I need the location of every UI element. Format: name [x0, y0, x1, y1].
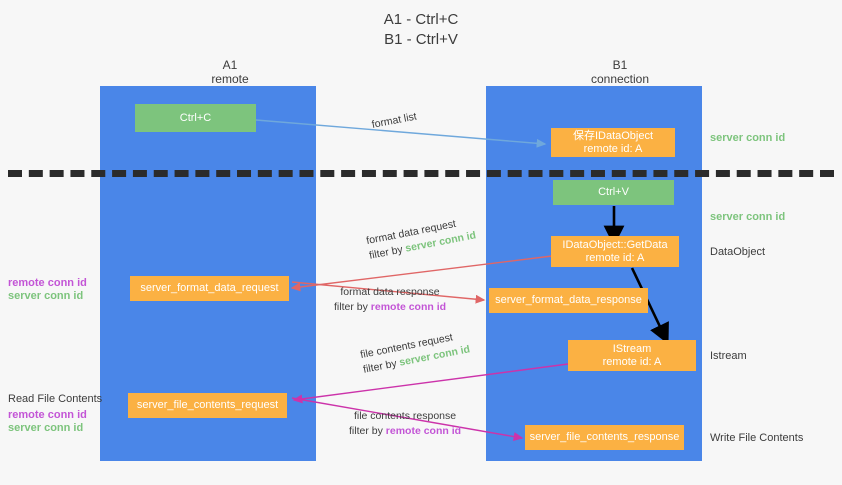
box-server-file-contents-response-label: server_file_contents_response: [529, 431, 680, 443]
annotation-format-conn-ids: remote conn id server conn id: [8, 277, 87, 303]
flow-file-contents-response-filter: filter by remote conn id: [349, 424, 461, 439]
filter-key-remote-conn-id: remote conn id: [370, 301, 447, 313]
lane-header-b1: B1 connection: [520, 58, 720, 86]
annotation-remote-conn-id: remote conn id: [8, 277, 87, 289]
diagram-title: A1 - Ctrl+C B1 - Ctrl+V: [0, 10, 842, 50]
box-save-idataobject-line2: remote id: A: [583, 142, 643, 155]
annotation-read-file-contents-label: Read File Contents: [8, 393, 103, 405]
annotation-dataobject: DataObject: [710, 246, 766, 258]
flow-file-contents-response-title: file contents response: [353, 410, 457, 422]
flow-label-format-list: format list: [370, 110, 418, 131]
title-line-2: B1 - Ctrl+V: [384, 31, 458, 48]
box-server-file-contents-response[interactable]: server_file_contents_response: [525, 425, 684, 450]
box-server-file-contents-request[interactable]: server_file_contents_request: [128, 393, 287, 418]
box-ctrl-v-label: Ctrl+V: [598, 186, 629, 198]
box-server-file-contents-request-label: server_file_contents_request: [136, 399, 279, 411]
annotation-read-file-contents: Read File Contents remote conn id server…: [8, 393, 102, 435]
title-line-1: A1 - Ctrl+C: [383, 11, 459, 28]
flow-format-data-response-filter: filter by remote conn id: [334, 300, 446, 315]
filter-prefix: filter by: [334, 301, 371, 313]
box-ctrl-c[interactable]: Ctrl+C: [135, 104, 256, 132]
flow-label-file-contents-response: file contents response filter by remote …: [349, 409, 461, 439]
flow-label-format-data-response: format data response filter by remote co…: [334, 285, 446, 315]
box-getdata-line1: IDataObject::GetData: [562, 238, 668, 251]
box-ctrl-c-label: Ctrl+C: [179, 111, 212, 124]
phase-divider: [8, 170, 834, 177]
box-istream-line2: remote id: A: [602, 355, 662, 368]
box-ctrl-v[interactable]: Ctrl+V: [553, 180, 674, 205]
filter-key-remote-conn-id: remote conn id: [385, 425, 462, 437]
annotation-remote-conn-id: remote conn id: [8, 409, 87, 421]
box-save-idataobject[interactable]: 保存IDataObject remote id: A: [551, 128, 675, 157]
box-server-format-data-request[interactable]: server_format_data_request: [130, 276, 289, 301]
filter-prefix: filter by: [349, 425, 386, 437]
flow-format-data-response-title: format data response: [340, 286, 440, 298]
annotation-server-conn-id-mid: server conn id: [710, 211, 786, 223]
box-server-format-data-response[interactable]: server_format_data_response: [489, 288, 648, 313]
lane-header-a1: A1 remote: [130, 58, 330, 86]
box-server-format-data-request-label: server_format_data_request: [140, 282, 279, 294]
flow-label-format-data-request: format data request filter by server con…: [365, 214, 477, 264]
annotation-server-conn-id-top: server conn id: [710, 132, 786, 144]
lane-header-a1-sub: remote: [211, 72, 249, 86]
lane-header-b1-name: B1: [612, 58, 628, 72]
flow-label-file-contents-request: file contents request filter by server c…: [359, 328, 471, 378]
box-istream-line1: IStream: [612, 342, 652, 355]
box-server-format-data-response-label: server_format_data_response: [495, 294, 642, 306]
box-idataobject-getdata[interactable]: IDataObject::GetData remote id: A: [551, 236, 679, 267]
annotation-istream: Istream: [710, 350, 747, 362]
lane-header-b1-sub: connection: [590, 72, 650, 86]
box-istream[interactable]: IStream remote id: A: [568, 340, 696, 371]
box-getdata-line2: remote id: A: [585, 251, 645, 264]
annotation-write-file-contents: Write File Contents: [710, 432, 804, 444]
box-save-idataobject-line1: 保存IDataObject: [572, 129, 654, 142]
annotation-server-conn-id: server conn id: [8, 422, 84, 434]
annotation-server-conn-id: server conn id: [8, 290, 84, 302]
lane-header-a1-name: A1: [222, 58, 238, 72]
